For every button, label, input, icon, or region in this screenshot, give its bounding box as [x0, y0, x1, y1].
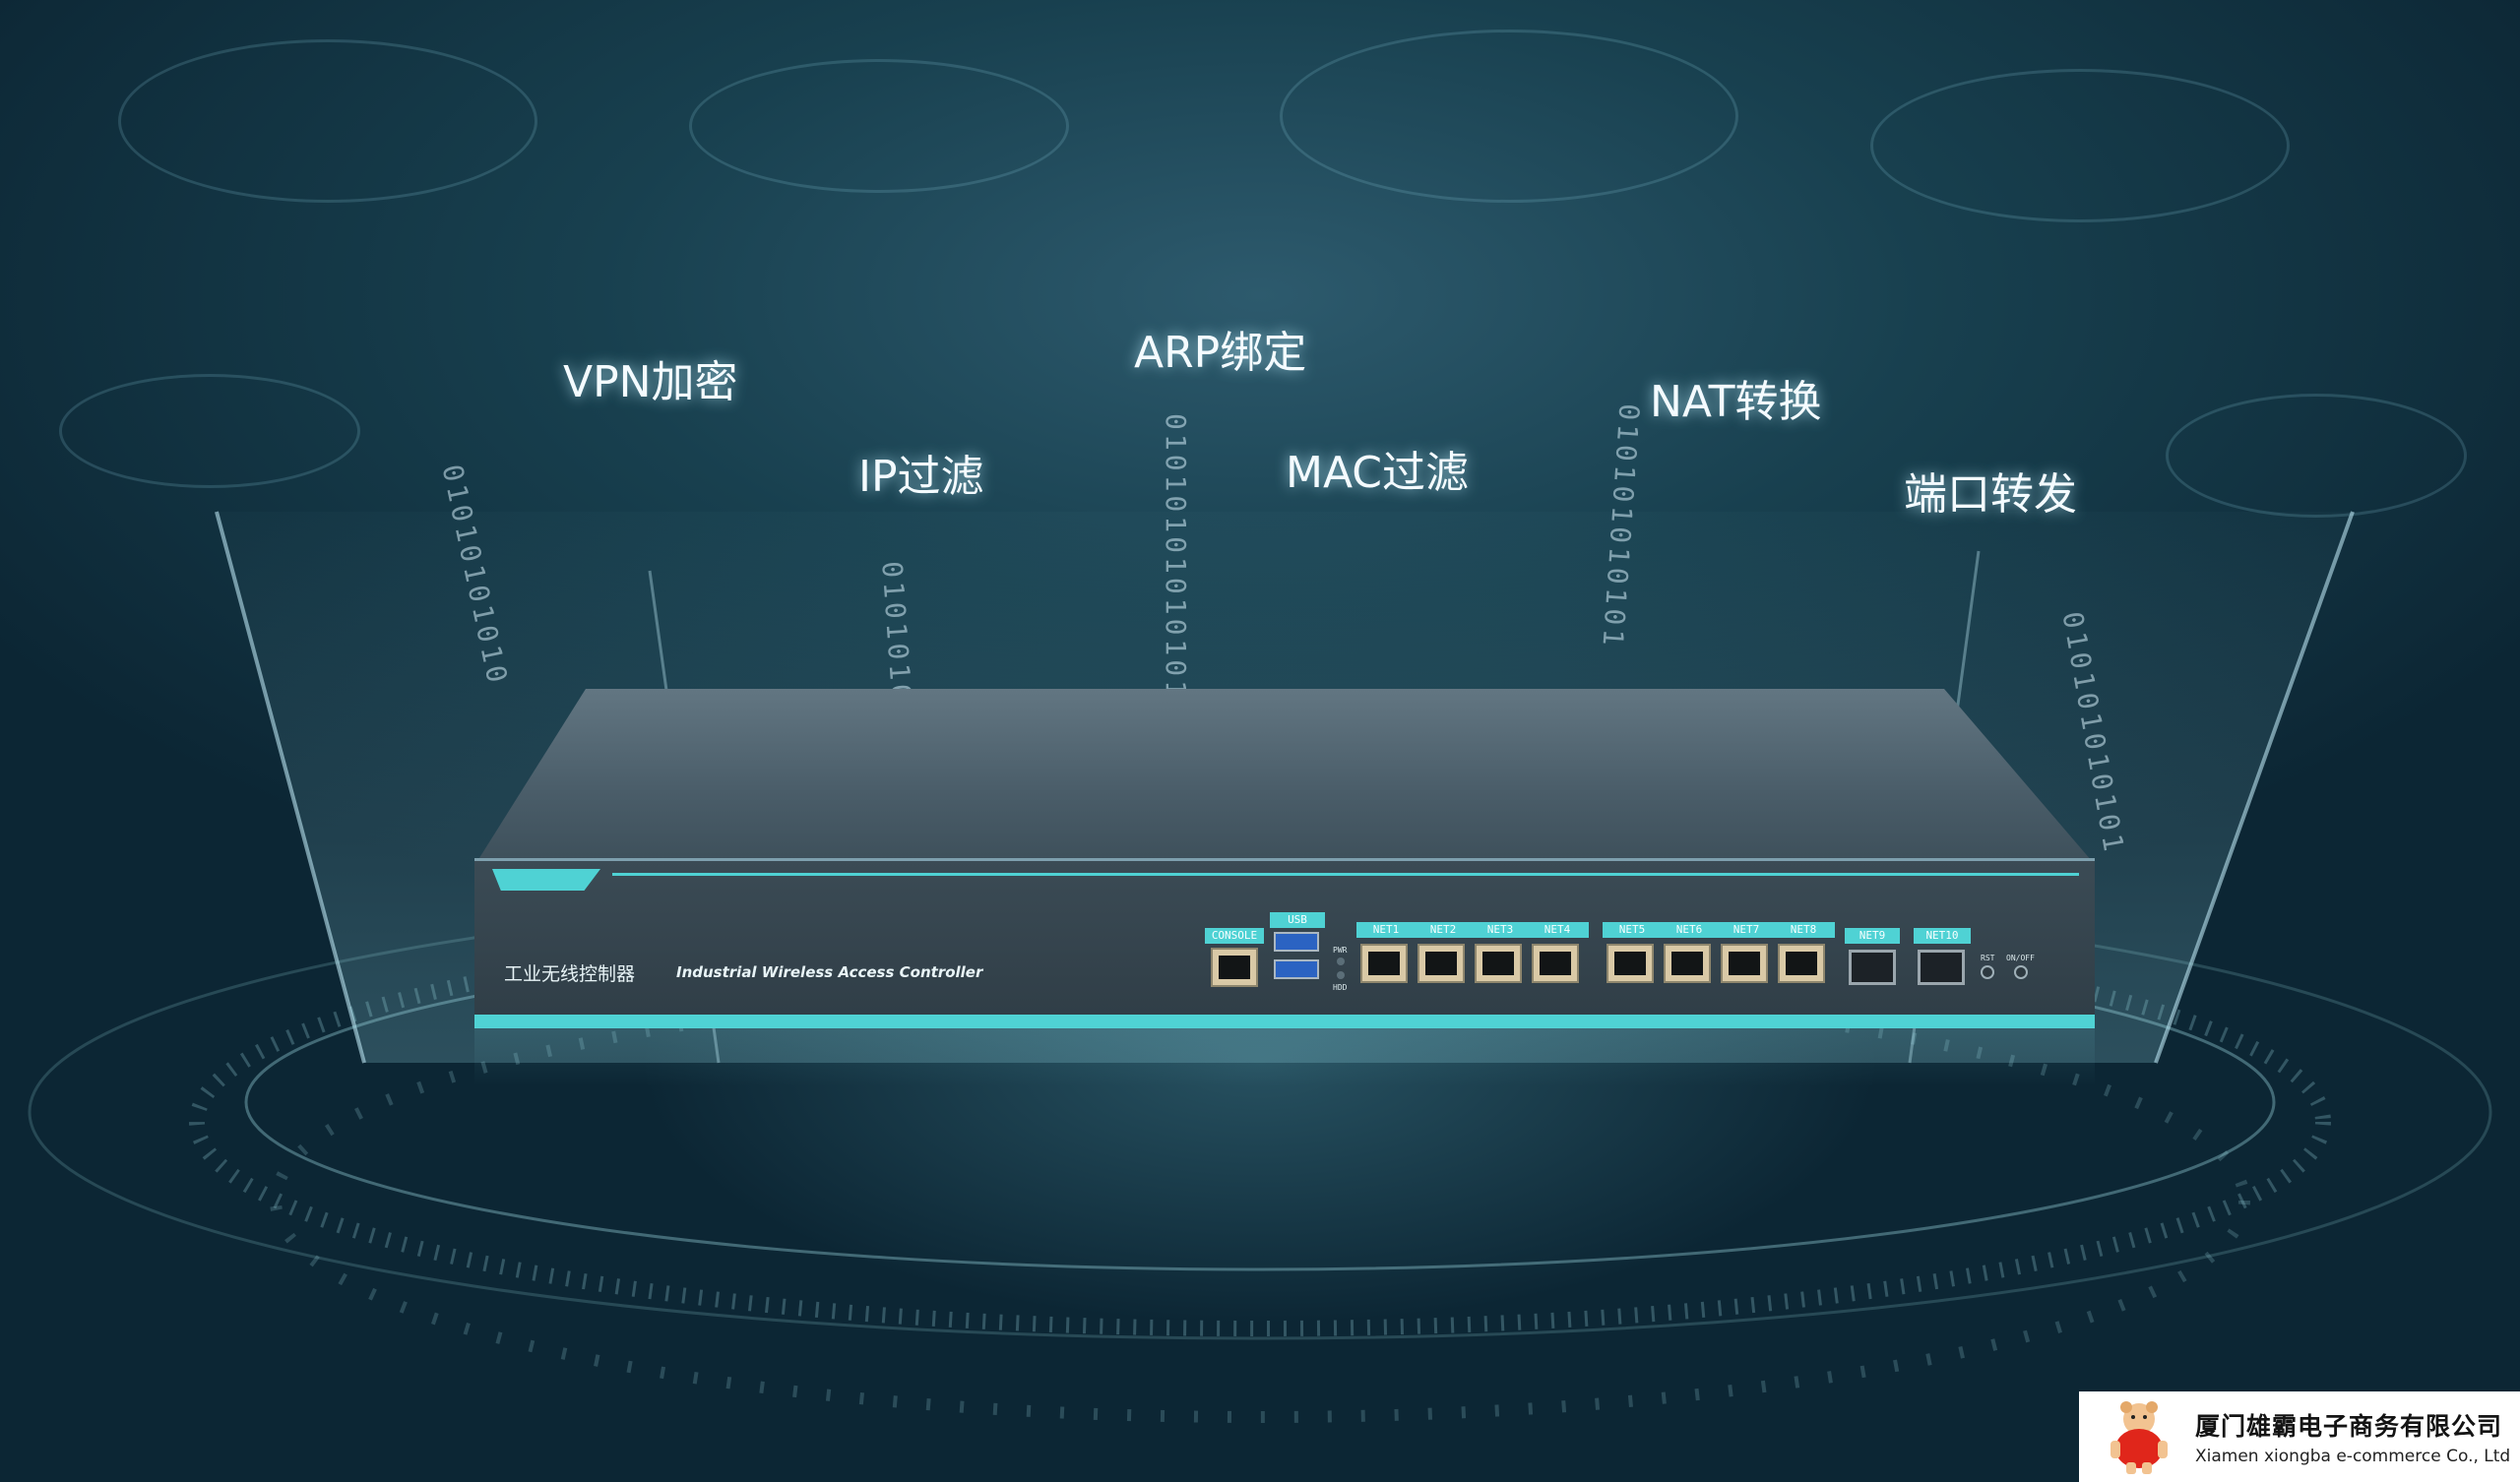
device-name-cn: 工业无线控制器: [504, 963, 636, 985]
device-reflection: [474, 1027, 2095, 1086]
pwr-led: [1337, 957, 1345, 965]
usb-port[interactable]: [1274, 932, 1319, 952]
device-name-en: Industrial Wireless Access Controller: [676, 963, 983, 981]
hdd-label: HDD: [1333, 983, 1348, 992]
pwr-label: PWR: [1333, 946, 1348, 955]
feature-port-forwarding: 端口转发: [1904, 469, 2077, 520]
accent-stripe: [492, 869, 600, 891]
port-label: NET6: [1675, 923, 1703, 936]
feature-mac-filter: MAC过滤: [1286, 448, 1470, 498]
accent-line: [612, 873, 2079, 876]
console-port[interactable]: [1211, 948, 1258, 987]
sfp-port-net10[interactable]: [1918, 950, 1965, 985]
port-group-label: [1603, 922, 1835, 938]
controller-front-panel: 工业无线控制器 Industrial Wireless Access Contr…: [474, 858, 2095, 1028]
console-label: CONSOLE: [1205, 928, 1264, 944]
ethernet-port-net6[interactable]: [1664, 944, 1711, 983]
sfp-port-net9[interactable]: [1849, 950, 1896, 985]
power-button[interactable]: [2014, 965, 2028, 979]
ethernet-port-net1[interactable]: [1360, 944, 1408, 983]
hdd-led: [1337, 971, 1345, 979]
reset-button[interactable]: [1981, 965, 1994, 979]
company-logo-box: 厦门雄霸电子商务有限公司 Xiamen xiongba e-commerce C…: [2079, 1391, 2520, 1482]
ethernet-port-net2[interactable]: [1418, 944, 1465, 983]
company-name-en: Xiamen xiongba e-commerce Co., Ltd: [2195, 1447, 2511, 1466]
accent-bottom-bar: [474, 1015, 2095, 1028]
ethernet-port-net8[interactable]: [1778, 944, 1825, 983]
binary-stream: 01010101010101: [1160, 413, 1192, 702]
port-label: NET8: [1790, 923, 1817, 936]
feature-vpn-encryption: VPN加密: [563, 357, 738, 407]
rst-label: RST: [1981, 954, 1995, 962]
ethernet-port-net3[interactable]: [1475, 944, 1522, 983]
feature-ip-filter: IP过滤: [858, 452, 984, 502]
sfp-label: NET10: [1914, 928, 1971, 944]
bear-mascot-icon: [2110, 1401, 2168, 1474]
port-label: NET4: [1544, 923, 1571, 936]
feature-arp-binding: ARP绑定: [1134, 328, 1307, 378]
feature-nat-translation: NAT转换: [1650, 377, 1822, 427]
port-label: NET7: [1732, 923, 1760, 936]
ethernet-port-net5[interactable]: [1606, 944, 1654, 983]
port-label: NET5: [1618, 923, 1646, 936]
usb-label: USB: [1270, 912, 1325, 928]
ethernet-port-net4[interactable]: [1532, 944, 1579, 983]
controller-top-panel: [477, 689, 2092, 861]
port-label: NET3: [1486, 923, 1514, 936]
usb-port[interactable]: [1274, 959, 1319, 979]
ethernet-port-net7[interactable]: [1721, 944, 1768, 983]
company-name-cn: 厦门雄霸电子商务有限公司: [2195, 1412, 2503, 1441]
onoff-label: ON/OFF: [2006, 954, 2035, 962]
port-label: NET1: [1372, 923, 1400, 936]
port-label: NET2: [1429, 923, 1457, 936]
sfp-label: NET9: [1845, 928, 1900, 944]
port-group-label: [1356, 922, 1589, 938]
